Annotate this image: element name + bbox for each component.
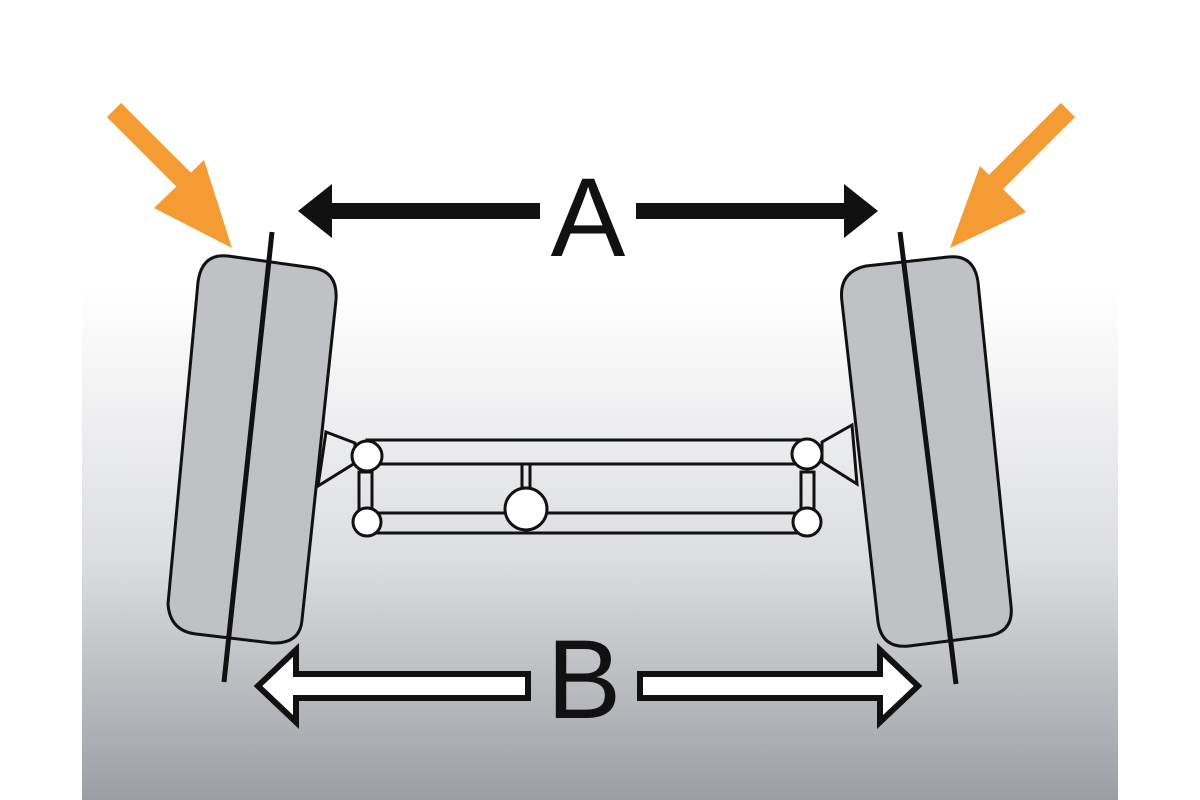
right-tire-centerline	[897, 231, 959, 685]
dimension-a-shaft-left	[328, 203, 540, 219]
left-tire-centerline	[221, 231, 275, 683]
right-tire	[840, 231, 1013, 685]
label-b: B	[547, 617, 622, 742]
left-tire	[166, 231, 338, 683]
label-a: A	[551, 155, 626, 280]
joint-lower-right	[791, 506, 823, 538]
dimension-b: B	[253, 617, 923, 742]
joint-upper-left	[350, 439, 384, 473]
dimension-a-arrowhead-right	[844, 184, 878, 238]
joint-lower-left	[351, 506, 383, 538]
dimension-b-arrow-left	[253, 643, 531, 729]
pointer-arrow-left	[106, 102, 232, 248]
joint-center	[503, 486, 549, 532]
dimension-a-arrowhead-left	[298, 184, 332, 238]
upper-beam	[365, 438, 808, 466]
dimension-a-shaft-right	[636, 203, 848, 219]
lower-beam	[366, 511, 807, 535]
dimension-a: A	[298, 155, 878, 280]
joint-upper-right	[790, 437, 824, 471]
suspension-frame	[316, 422, 859, 538]
pointer-arrow-right	[950, 102, 1076, 248]
dimension-b-arrow-right	[637, 643, 923, 729]
